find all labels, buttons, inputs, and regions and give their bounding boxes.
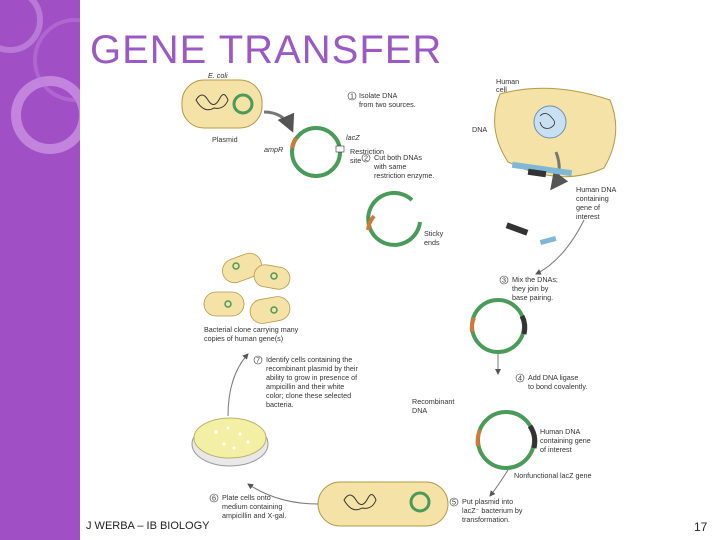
arrow-2 [535,219,585,275]
step-5-num: 5 [452,498,456,507]
ecoli-cell [181,79,263,129]
slide-sidebar [0,0,80,540]
human-cell [494,87,617,178]
human-dna-b-label-2: containing gene [540,436,591,445]
step-1-line-1: Isolate DNA [359,91,398,100]
human-dna-b-label-3: of interest [540,445,572,454]
arrow-5 [247,483,319,505]
step-3-num: 3 [502,276,506,285]
step-1-marker [347,91,357,101]
sidebar-decoration [0,0,80,154]
slide-number: 17 [694,520,708,534]
recombinant-label-1: Recombinant [412,397,454,406]
ecoli-label: E. coli [208,71,228,80]
human-dna-gene-label-4: interest [576,212,600,221]
step-6-line-2: medium containing [222,502,282,511]
human-dna-b-label-1: Human DNA [540,427,581,436]
step-5-marker [449,497,459,507]
step-3-line-1: Mix the DNAs; [512,275,558,284]
arrow-4 [489,469,509,497]
dna-label: DNA [472,125,487,134]
step-6-marker [209,493,219,503]
arrow-6 [227,353,249,417]
restriction-site-label-1: Restriction [350,147,384,156]
step-6-line-3: ampicillin and X-gal. [222,511,286,520]
step-3-marker [499,275,509,285]
step-6-num: 6 [212,494,216,503]
restriction-site-label-2: site [350,156,361,165]
step-5-line-3: transformation. [462,515,510,524]
lacz-label: lacZ [346,133,360,142]
recombinant-label-2: DNA [412,406,427,415]
arrow-1 [263,110,295,133]
step-7-line-4: ampicillin and their white [266,382,344,391]
step-5-line-2: lacZ⁻ bacterium by [462,506,523,515]
sticky-ends-label-1: Sticky [424,229,444,238]
slide-title: GENE TRANSFER [90,28,443,72]
nonfunctional-label: Nonfunctional lacZ gene [514,471,592,480]
bacterial-clones [203,252,291,324]
step-4-num: 4 [518,374,522,383]
step-7-line-1: Identify cells containing the [266,355,352,364]
mixed-plasmid [469,298,528,354]
human-dna-gene-label-3: gene of [576,203,600,212]
step-3-line-2: they join by [512,284,549,293]
step-2-line-1: Cut both DNAs [374,153,422,162]
step-7-line-3: ability to grow in presence of [266,373,357,382]
transformed-bacterium [317,481,449,527]
step-1-line-2: from two sources. [359,100,416,109]
step-7-line-2: recombinant plasmid by their [266,364,358,373]
step-3-line-3: base pairing. [512,293,553,302]
human-cell-label-1: Human [496,77,519,86]
gene-transfer-diagram: E. coli Plasmid Human cell DNA 1 Isolate… [181,71,617,527]
step-2-marker [361,153,371,163]
plasmid-circle [290,126,345,178]
step-2-num: 2 [364,154,368,163]
step-7-line-6: bacteria. [266,400,294,409]
step-2-line-3: restriction enzyme. [374,171,434,180]
step-7-num: 7 [256,356,260,365]
human-cell-label-2: cell [496,85,507,94]
step-7-marker [253,355,263,365]
ampr-label: ampR [264,145,283,154]
plasmid-label: Plasmid [212,135,238,144]
petri-dish [191,417,269,467]
step-6-line-1: Plate cells onto [222,493,271,502]
bacterial-clone-label-2: copies of human gene(s) [204,334,283,343]
step-4-line-1: Add DNA ligase [528,373,578,382]
step-4-marker [515,373,525,383]
step-2-line-2: with same [373,162,406,171]
step-7-line-5: color; clone these selected [266,391,351,400]
step-5-line-1: Put plasmid into [462,497,513,506]
step-4-line-2: to bond covalently. [528,382,587,391]
step-1-num: 1 [350,92,354,101]
human-dna-gene-label-1: Human DNA [576,185,617,194]
bacterial-clone-label-1: Bacterial clone carrying many [204,325,299,334]
sticky-ends-label-2: ends [424,238,440,247]
recombinant-plasmid [475,410,538,470]
human-dna-fragments [505,161,573,245]
human-dna-gene-label-2: containing [576,194,609,203]
cut-plasmid [366,190,422,247]
footer-author: J WERBA – IB BIOLOGY [86,520,210,532]
